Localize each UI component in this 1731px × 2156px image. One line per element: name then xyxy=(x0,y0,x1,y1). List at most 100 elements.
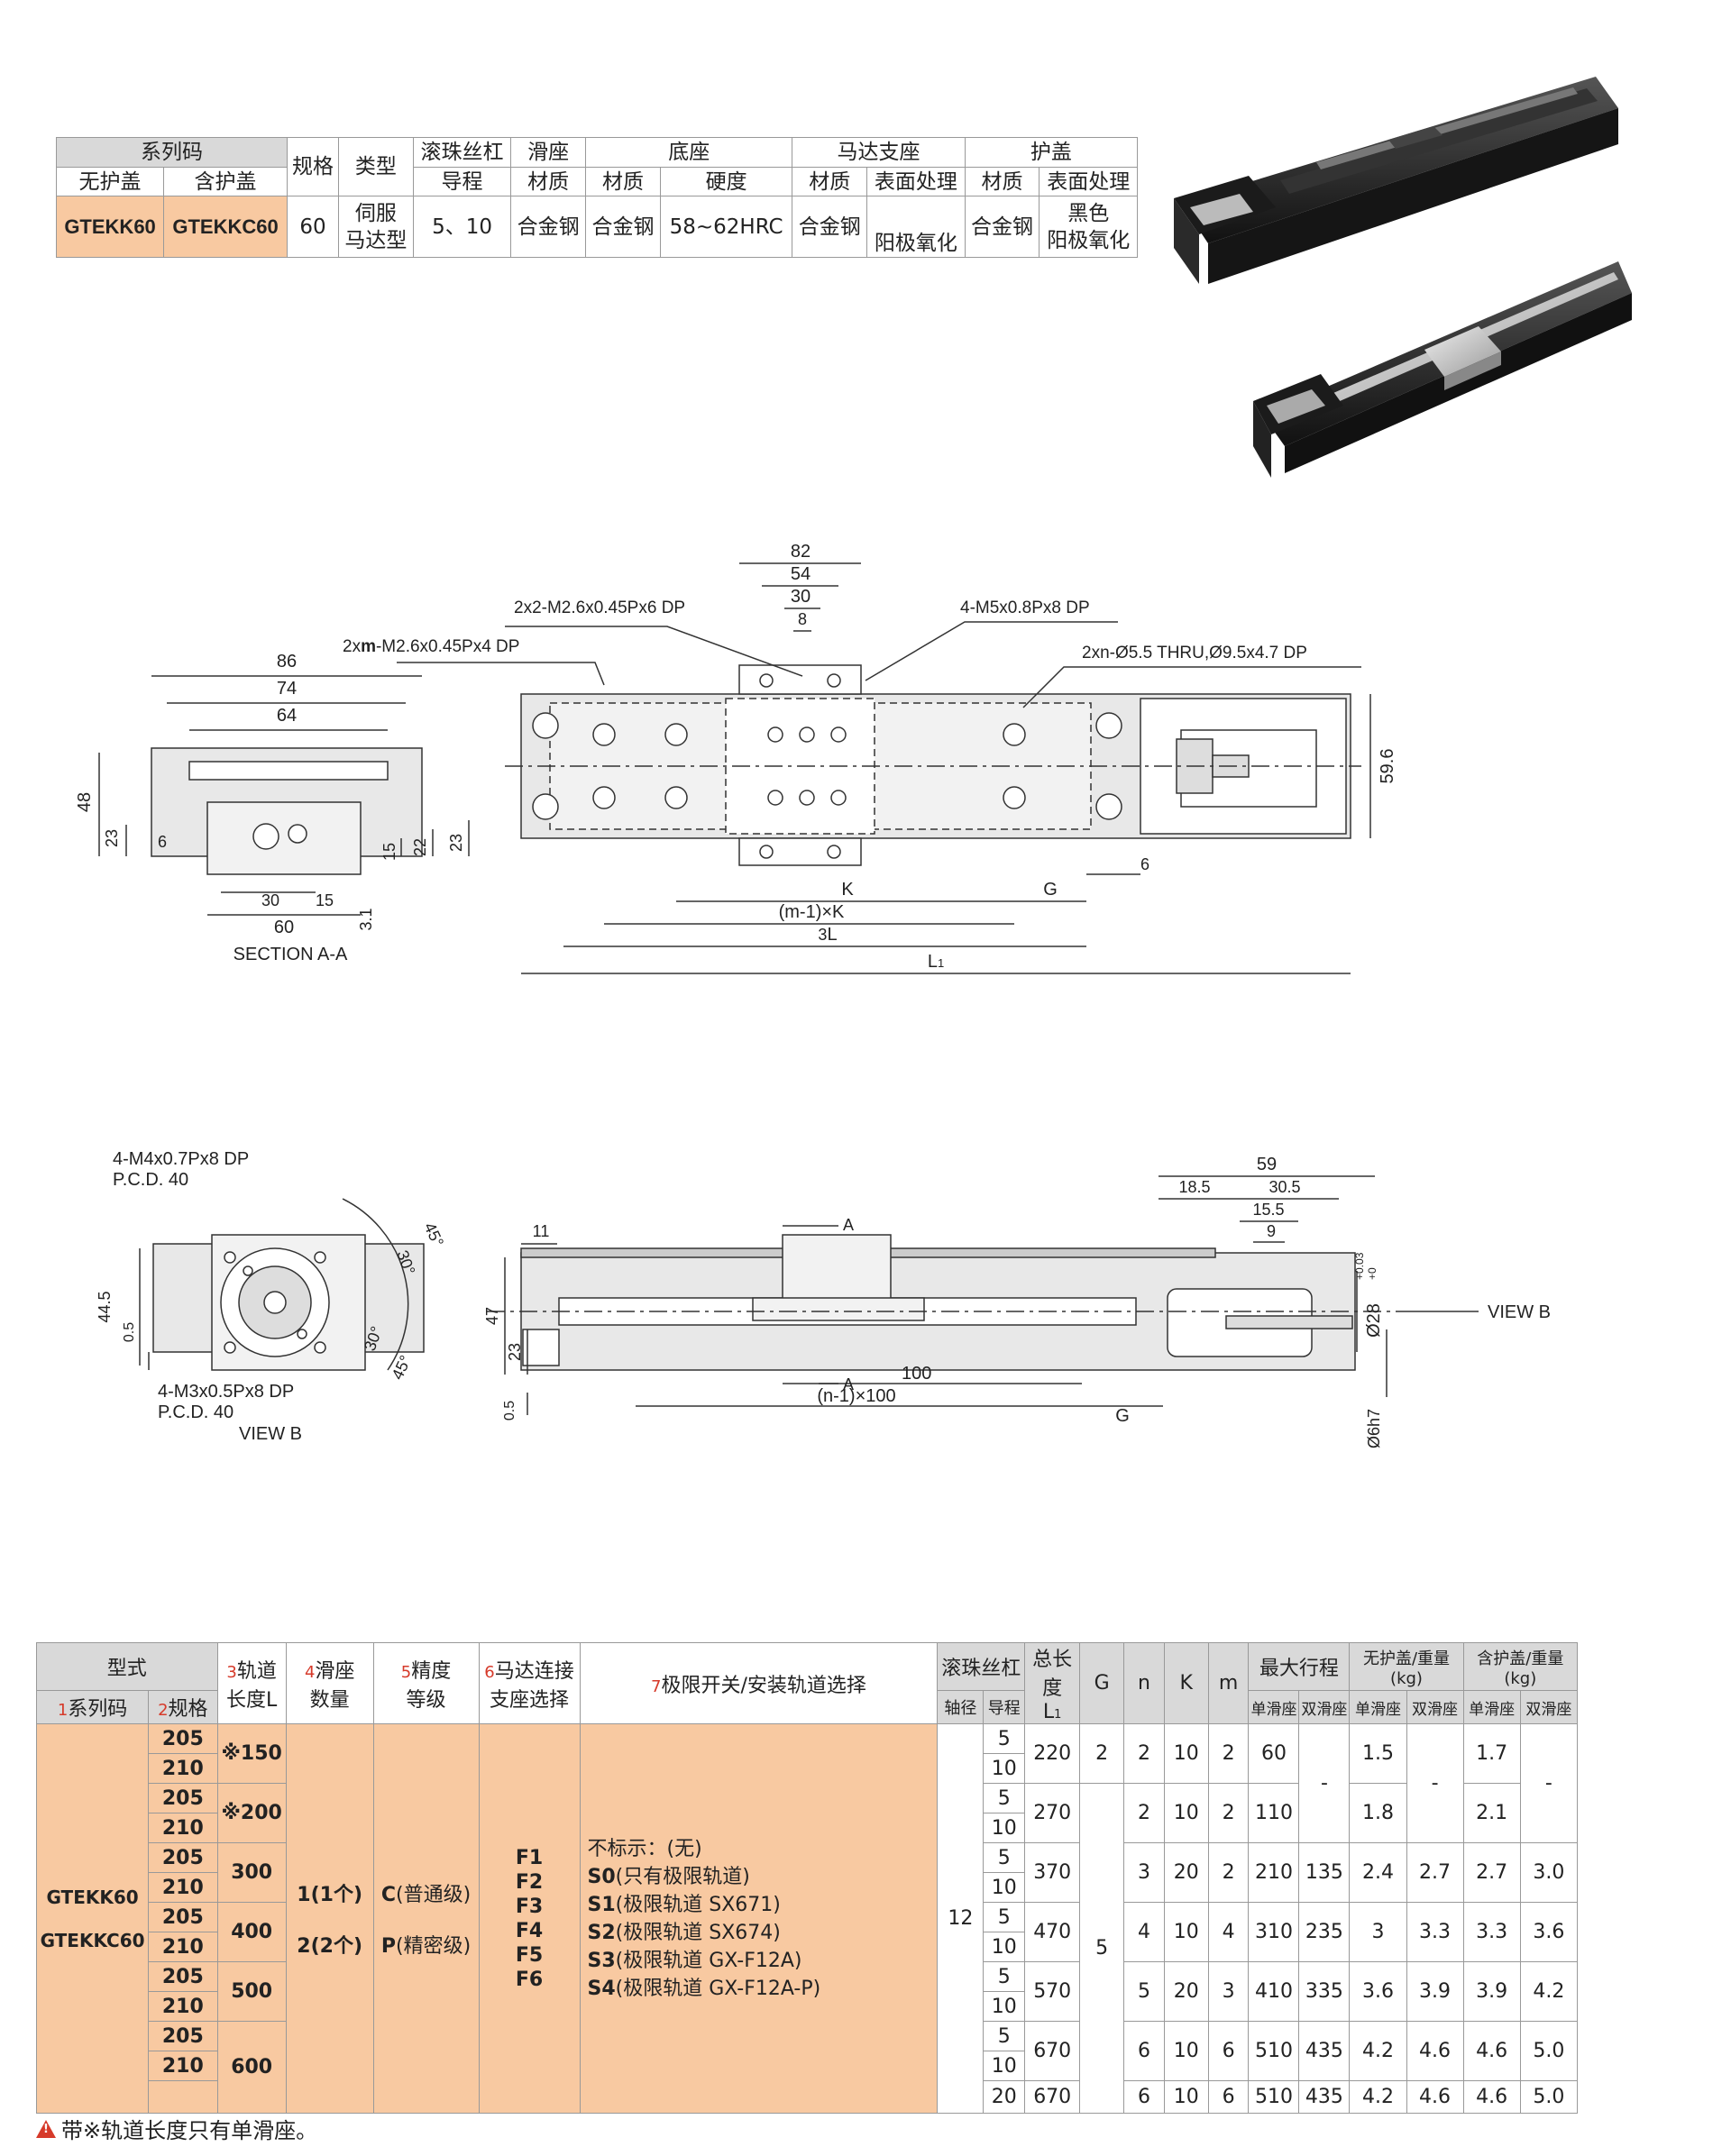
size-cell: 205 xyxy=(148,1961,218,1992)
view-b-pcd1: P.C.D. 40 xyxy=(113,1170,188,1190)
size-cell: 205 xyxy=(148,1783,218,1813)
cover-material: 合金钢 xyxy=(964,196,1040,258)
w-with-double: - xyxy=(1519,1723,1579,1843)
view-b-45b: 45° xyxy=(388,1353,415,1383)
sec-dim-64: 64 xyxy=(277,706,297,726)
view-b-45a: 45° xyxy=(420,1220,447,1249)
size-cell: 205 xyxy=(148,1842,218,1873)
lead-cell: 10 xyxy=(983,1872,1026,1903)
side-dim-0-5: 0.5 xyxy=(502,1401,517,1421)
side-dim-59: 59 xyxy=(1257,1155,1277,1174)
model-table: 型式 3轨道长度L 4滑座数量 5精度等级 6马达连接支座选择 7极限开关/安装… xyxy=(35,1641,1579,2114)
th-ball-screw: 滚珠丝杠 xyxy=(412,137,512,168)
view-b-pcd2: P.C.D. 40 xyxy=(158,1402,234,1422)
footnote-text: 带※轨道长度只有单滑座。 xyxy=(61,2118,318,2143)
view-b-44-5: 44.5 xyxy=(96,1291,114,1322)
lead-cell: 10 xyxy=(983,1932,1026,1962)
dim-6-right: 6 xyxy=(1140,855,1149,873)
th-motor-material: 材质 xyxy=(792,167,868,196)
stroke-double: 335 xyxy=(1298,1961,1351,2022)
spec-table: 系列码 规格 类型 滚珠丝杠 滑座 底座 马达支座 护盖 无护盖 含护盖 导程 … xyxy=(55,137,1139,258)
side-dim-9: 9 xyxy=(1267,1222,1276,1240)
cover-surface: 黑色 阳极氧化 xyxy=(1039,196,1138,258)
l1-cell: 220 xyxy=(1024,1723,1081,1784)
w-no-double: 4.6 xyxy=(1406,2021,1464,2081)
th-slider-material: 材质 xyxy=(510,167,587,196)
side-a-bottom: A xyxy=(843,1375,854,1393)
th-rail: 3轨道长度L xyxy=(216,1642,287,1724)
view-b-m3: 4-M3x0.5Px8 DP xyxy=(158,1382,294,1402)
type-value: 伺服 马达型 xyxy=(338,196,414,258)
th-double-b: 双滑座 xyxy=(1406,1690,1464,1724)
th-double-c: 双滑座 xyxy=(1519,1690,1579,1724)
shaft-dia: Ø28 xyxy=(1364,1303,1384,1338)
w-no-single: 1.5 xyxy=(1349,1723,1407,1784)
size-cell: 210 xyxy=(148,1872,218,1903)
side-dim-30-5: 30.5 xyxy=(1268,1178,1300,1196)
sec-dim-48: 48 xyxy=(75,792,95,812)
dim-l1: L1 xyxy=(928,952,944,972)
callout-thru: 2xn-Ø5.5 THRU,Ø9.5x4.7 DP xyxy=(1082,644,1307,662)
size-cell: 210 xyxy=(148,1991,218,2022)
th-double-a: 双滑座 xyxy=(1298,1690,1351,1724)
w-with-single: 2.7 xyxy=(1462,1842,1521,1903)
th-g: G xyxy=(1079,1642,1125,1724)
sec-dim-15b: 15 xyxy=(316,891,334,909)
shaft-cell: 12 xyxy=(937,1723,985,2114)
th-screw: 滚珠丝杠 xyxy=(937,1641,1026,1692)
w-with-double: 3.0 xyxy=(1519,1842,1579,1903)
th-model: 型式 xyxy=(36,1641,218,1692)
size-cell: 210 xyxy=(148,1753,218,1784)
n-cell: 6 xyxy=(1123,2021,1165,2081)
side-dim-15-5: 15.5 xyxy=(1252,1201,1284,1219)
th-size: 规格 xyxy=(286,137,340,196)
dim-mk: (m-1)×K xyxy=(779,902,845,922)
tol-lower: +0 xyxy=(1366,1267,1378,1280)
lead-cell: 10 xyxy=(983,1991,1026,2022)
w-no-single: 4.2 xyxy=(1349,2021,1407,2081)
lead-cell: 5 xyxy=(983,1723,1026,1754)
size-cell: 210 xyxy=(148,2051,218,2081)
w-no-double: 3.9 xyxy=(1406,1961,1464,2022)
th-size: 2规格 xyxy=(148,1690,218,1724)
n-cell: 6 xyxy=(1123,2080,1165,2114)
w-no-single: 3.6 xyxy=(1349,1961,1407,2022)
n-cell: 2 xyxy=(1123,1723,1165,1784)
sec-dim-23b: 23 xyxy=(447,834,465,852)
w-with-single: 4.6 xyxy=(1462,2080,1521,2114)
footnote: 带※轨道长度只有单滑座。 xyxy=(36,2113,317,2144)
stroke-double: 235 xyxy=(1298,1902,1351,1962)
limit-cell: 不标示：(无) S0(只有极限轨道) S1(极限轨道 SX671) S2(极限轨… xyxy=(579,1723,939,2114)
sec-dim-6: 6 xyxy=(158,833,167,851)
w-with-single: 2.1 xyxy=(1462,1783,1521,1843)
th-single-b: 单滑座 xyxy=(1349,1690,1407,1724)
m-cell: 6 xyxy=(1207,2021,1250,2081)
sec-dim-30: 30 xyxy=(261,891,279,909)
m-cell: 2 xyxy=(1207,1842,1250,1903)
k-cell: 10 xyxy=(1163,2080,1209,2114)
w-with-single: 3.9 xyxy=(1462,1961,1521,2022)
g-cell: 5 xyxy=(1079,1783,1125,2114)
th-stroke: 最大行程 xyxy=(1248,1641,1351,1692)
callout-m5: 4-M5x0.8Px8 DP xyxy=(960,598,1090,617)
view-b-0-5: 0.5 xyxy=(122,1322,137,1342)
sec-dim-74: 74 xyxy=(277,679,297,699)
drawing-top-and-section: 86 74 64 48 23 6 15 22 23 30 15 3.1 60 S… xyxy=(75,542,1397,974)
size-cell: 205 xyxy=(148,1902,218,1932)
code-no-cover: GTEKK60 xyxy=(55,196,165,258)
size-cell: 205 xyxy=(148,1723,218,1754)
base-material: 合金钢 xyxy=(585,196,661,258)
th-with-cover: 含护盖 xyxy=(163,167,288,196)
sec-dim-15: 15 xyxy=(380,843,398,861)
stroke-single: 510 xyxy=(1248,2021,1300,2081)
lead-cell: 10 xyxy=(983,2051,1026,2081)
stroke-double: 135 xyxy=(1298,1842,1351,1903)
size-cell: 210 xyxy=(148,1932,218,1962)
precision-cell: C(普通级)P(精密级) xyxy=(372,1723,480,2114)
n-cell: 5 xyxy=(1123,1961,1165,2022)
lead-value: 5、10 xyxy=(412,196,512,258)
w-with-single: 4.6 xyxy=(1462,2021,1521,2081)
dim-82: 82 xyxy=(791,542,811,562)
stroke-single: 510 xyxy=(1248,2080,1300,2114)
th-motor-surface: 表面处理 xyxy=(866,167,966,196)
